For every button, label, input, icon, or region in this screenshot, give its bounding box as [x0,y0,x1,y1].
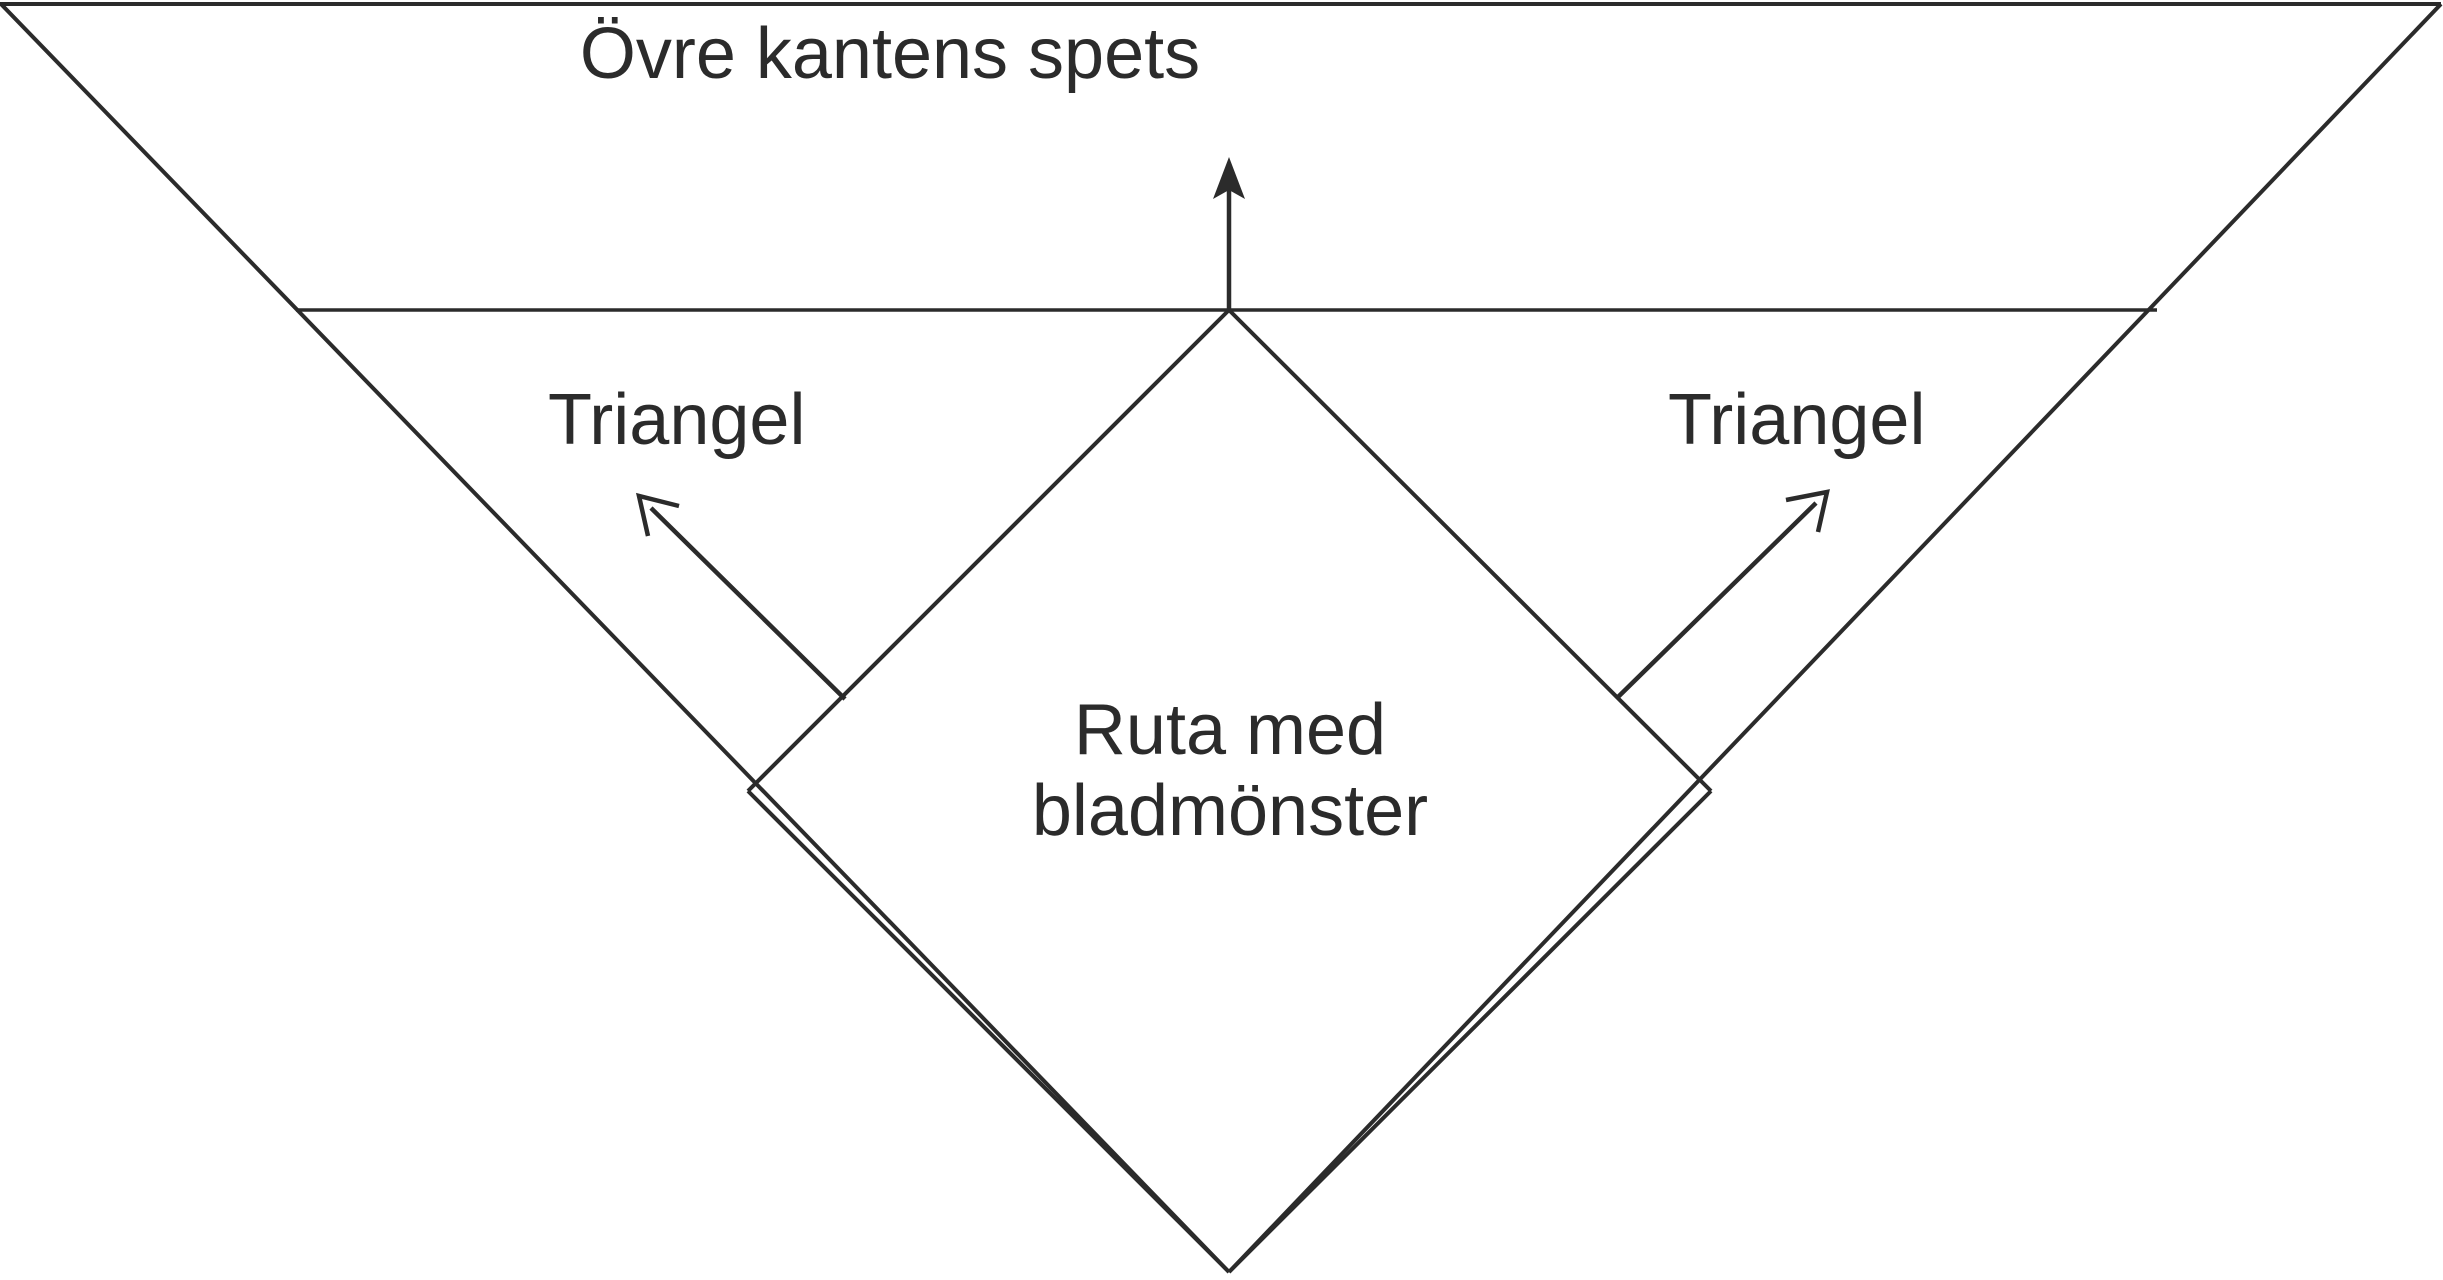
left-triangle-label: Triangel [548,380,806,460]
right-triangle-arrow-shaft [1616,501,1818,699]
right-triangle-arrow-head-icon [1785,489,1830,533]
top-apex-arrow-head-icon [1213,157,1245,199]
center-square-label: Ruta med bladmönster [1031,690,1429,851]
outer-triangle-right-edge [1227,2,2443,1274]
right-triangle-label: Triangel [1668,380,1926,460]
top-edge-point-label: Övre kantens spets [579,14,1201,94]
outer-triangle-left-edge [0,2,1231,1274]
left-triangle-arrow-head-icon [636,492,680,537]
inner-diamond-lower-left-edge [746,789,1231,1274]
left-triangle-arrow-shaft [649,506,847,701]
inner-diamond-upper-left-edge [746,308,1231,793]
inner-diamond-lower-right-edge [1227,789,1713,1274]
inner-diamond-upper-right-edge [1227,308,1713,793]
